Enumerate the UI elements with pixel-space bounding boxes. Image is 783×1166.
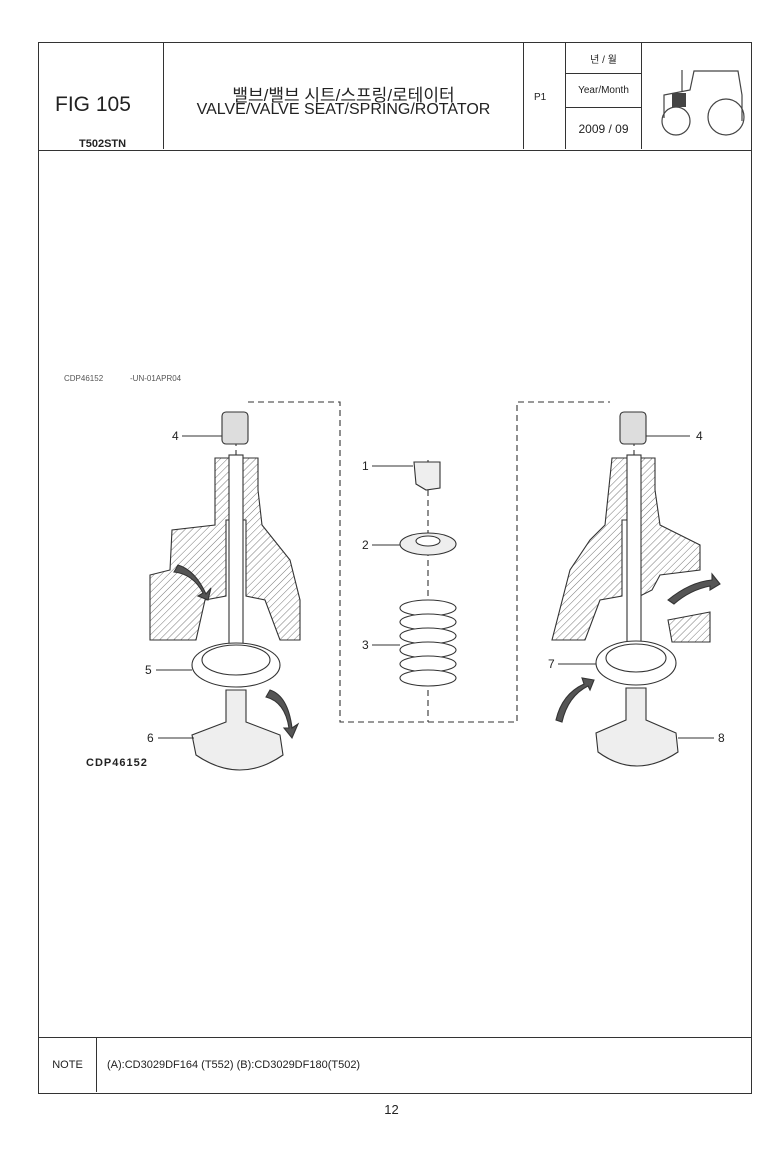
page-cell: P1 (524, 43, 566, 149)
rotator-left (221, 411, 249, 445)
valve-exploded-diagram (149, 401, 721, 771)
flow-arrow-left-out (265, 689, 300, 740)
date-divider (566, 73, 641, 74)
rotator-right (619, 411, 647, 445)
date-label-korean: 년 / 월 (590, 55, 617, 66)
title-cell: 밸브/밸브 시트/스프링/로테이터 VALVE/VALVE SEAT/SPRIN… (164, 43, 524, 149)
valve-head-right (595, 687, 679, 767)
callout-2: 2 (362, 538, 369, 552)
callout-7: 7 (548, 657, 555, 671)
page-code: P1 (534, 92, 547, 103)
callout-8: 8 (718, 731, 725, 745)
flow-arrow-right-in (555, 677, 595, 723)
tractor-icon (661, 70, 745, 136)
tractor-thumbnail-cell (642, 43, 751, 149)
callout-1: 1 (362, 459, 369, 473)
cylinder-head-left (149, 457, 301, 641)
note-text: (A):CD3029DF164 (T552) (B):CD3029DF180(T… (107, 1059, 361, 1071)
cylinder-head-right (551, 457, 701, 641)
callout-4-left: 4 (172, 429, 179, 443)
model-code: T502STN (79, 138, 127, 150)
flow-arrow-right-out (667, 572, 721, 605)
date-divider (566, 107, 641, 108)
title-korean: 밸브/밸브 시트/스프링/로테이터 (232, 86, 455, 105)
flow-arrow-left-in (173, 564, 212, 601)
page-frame: FIG 105 T502STN 밸브/밸브 시트/스프링/로테이터 VALVE/… (38, 42, 752, 1094)
figure-number: FIG 105 (55, 93, 131, 116)
callout-4-right: 4 (696, 429, 703, 443)
callout-3: 3 (362, 638, 369, 652)
note-label: NOTE (39, 1038, 97, 1092)
drawing-revision: -UN-01APR04 (130, 374, 182, 383)
valve-keeper (413, 461, 441, 491)
note-row: NOTE (A):CD3029DF164 (T552) (B):CD3029DF… (39, 1037, 751, 1093)
valve-head-left (191, 689, 284, 771)
header-table: FIG 105 T502STN 밸브/밸브 시트/스프링/로테이터 VALVE/… (39, 43, 751, 151)
page-number: 12 (384, 1102, 399, 1117)
valve-spring (399, 599, 457, 687)
drawing-code: CDP46152 (64, 374, 104, 383)
date-label-english: Year/Month (578, 85, 629, 96)
callout-5: 5 (145, 663, 152, 677)
date-cell: 년 / 월 Year/Month 2009 / 09 (566, 43, 642, 149)
callout-6: 6 (147, 731, 154, 745)
fig-cell: FIG 105 T502STN (39, 43, 164, 150)
title-english: VALVE/VALVE SEAT/SPRING/ROTATOR (196, 101, 491, 118)
date-value: 2009 / 09 (578, 122, 629, 136)
valve-stem-left (228, 454, 244, 671)
drawing-code-label: CDP46152 (86, 757, 148, 769)
valve-stem-right (626, 454, 642, 671)
leader-lines (156, 435, 714, 739)
